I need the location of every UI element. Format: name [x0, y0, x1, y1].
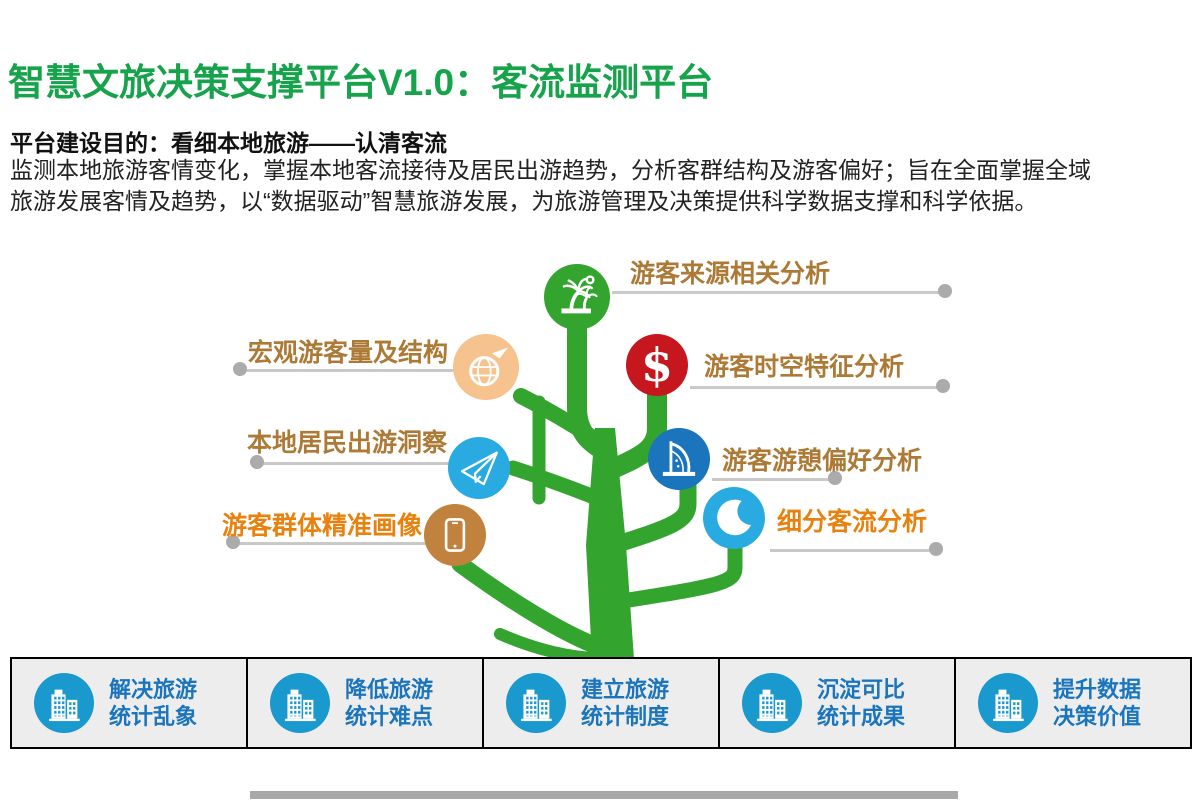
- footer-label-line1: 降低旅游: [345, 677, 434, 702]
- connector-dot: [226, 535, 240, 549]
- footer-label-line2: 统计乱象: [109, 704, 198, 729]
- footer-item-label: 沉淀可比 统计成果: [817, 676, 905, 730]
- footer-label-line1: 解决旅游: [109, 677, 198, 702]
- footer-item-label: 降低旅游 统计难点: [345, 676, 433, 730]
- connector-line: [612, 291, 942, 294]
- node-circle: [448, 437, 510, 499]
- footer-label-line2: 统计制度: [581, 704, 670, 729]
- tree-trunk: [586, 428, 634, 659]
- buildings-icon-glyph: [49, 689, 80, 722]
- node-circle: [703, 487, 765, 549]
- footer-item-2: 降低旅游 统计难点: [246, 659, 482, 747]
- buildings-icon: [270, 673, 330, 733]
- buildings-icon: [34, 673, 94, 733]
- connector-dot: [250, 455, 264, 469]
- page-title: 智慧文旅决策支撑平台V1.0：客流监测平台: [8, 62, 714, 103]
- intro-paragraph-line2: 旅游发展客情及趋势，以“数据驱动”智慧旅游发展，为旅游管理及决策提供科学数据支撑…: [10, 188, 1038, 214]
- node-circle: [453, 334, 519, 400]
- buildings-icon-glyph: [285, 689, 316, 722]
- footer-item-4: 沉淀可比 统计成果: [718, 659, 954, 747]
- connector-line: [712, 478, 834, 481]
- footer-item-5: 提升数据 决策价值: [954, 659, 1190, 747]
- footer-label-line1: 沉淀可比: [817, 677, 906, 702]
- footer-label-line2: 统计难点: [345, 704, 434, 729]
- connector-line: [233, 542, 427, 545]
- node-label: 宏观游客量及结构: [248, 339, 449, 367]
- connector-dot: [828, 471, 842, 485]
- sail-tower-icon: [662, 441, 696, 476]
- footer-label-line2: 统计成果: [817, 704, 906, 729]
- footer-label-line1: 提升数据: [1053, 677, 1142, 702]
- intro-paragraph: 监测本地旅游客情变化，掌握本地客流接待及居民出游趋势，分析客群结构及游客偏好；旨…: [10, 155, 1091, 217]
- buildings-icon: [742, 673, 802, 733]
- buildings-icon: [506, 673, 566, 733]
- footer-item-3: 建立旅游 统计制度: [482, 659, 718, 747]
- node-label: 游客游憩偏好分析: [722, 447, 923, 475]
- footer-item-label: 建立旅游 统计制度: [581, 676, 669, 730]
- footer-label-line1: 建立旅游: [581, 677, 670, 702]
- node-circle: [424, 504, 486, 566]
- bottom-divider-bar: [250, 791, 958, 799]
- buildings-icon-glyph: [521, 689, 552, 722]
- footer-item-1: 解决旅游 统计乱象: [12, 659, 246, 747]
- node-label: 游客群体精准画像: [222, 512, 423, 540]
- paper-plane-icon: [460, 451, 498, 486]
- purpose-subtitle: 平台建设目的：看细本地旅游——认清客流: [10, 130, 447, 156]
- node-label: 细分客流分析: [777, 508, 928, 536]
- node-circle: [648, 428, 710, 490]
- footer-item-label: 提升数据 决策价值: [1053, 676, 1141, 730]
- crescent-moon-icon: [717, 499, 752, 536]
- globe-airplane-icon: [469, 347, 509, 387]
- connector-line: [690, 386, 940, 389]
- footer-label-line2: 决策价值: [1053, 704, 1142, 729]
- connector-dot: [938, 284, 952, 298]
- connector-line: [256, 462, 452, 465]
- smartphone-icon: [444, 518, 466, 552]
- node-label: 游客时空特征分析: [704, 353, 905, 381]
- buildings-icon-glyph: [993, 689, 1024, 722]
- node-circle: $: [626, 334, 688, 396]
- node-circle: [544, 264, 610, 330]
- node-label: 本地居民出游洞察: [247, 429, 448, 457]
- intro-paragraph-line1: 监测本地旅游客情变化，掌握本地客流接待及居民出游趋势，分析客群结构及游客偏好；旨…: [10, 157, 1091, 183]
- connector-dot: [936, 379, 950, 393]
- buildings-icon-glyph: [757, 689, 788, 722]
- connector-line: [770, 549, 935, 552]
- node-label: 游客来源相关分析: [630, 260, 831, 288]
- dollar-icon: $: [640, 338, 673, 392]
- connector-dot: [929, 542, 943, 556]
- footer-item-label: 解决旅游 统计乱象: [109, 676, 197, 730]
- connector-dot: [233, 362, 247, 376]
- palm-tree-icon: [561, 275, 598, 314]
- connector-line: [242, 369, 457, 372]
- footer-strip: 解决旅游 统计乱象 降低旅游 统计难点: [10, 657, 1192, 749]
- buildings-icon: [978, 673, 1038, 733]
